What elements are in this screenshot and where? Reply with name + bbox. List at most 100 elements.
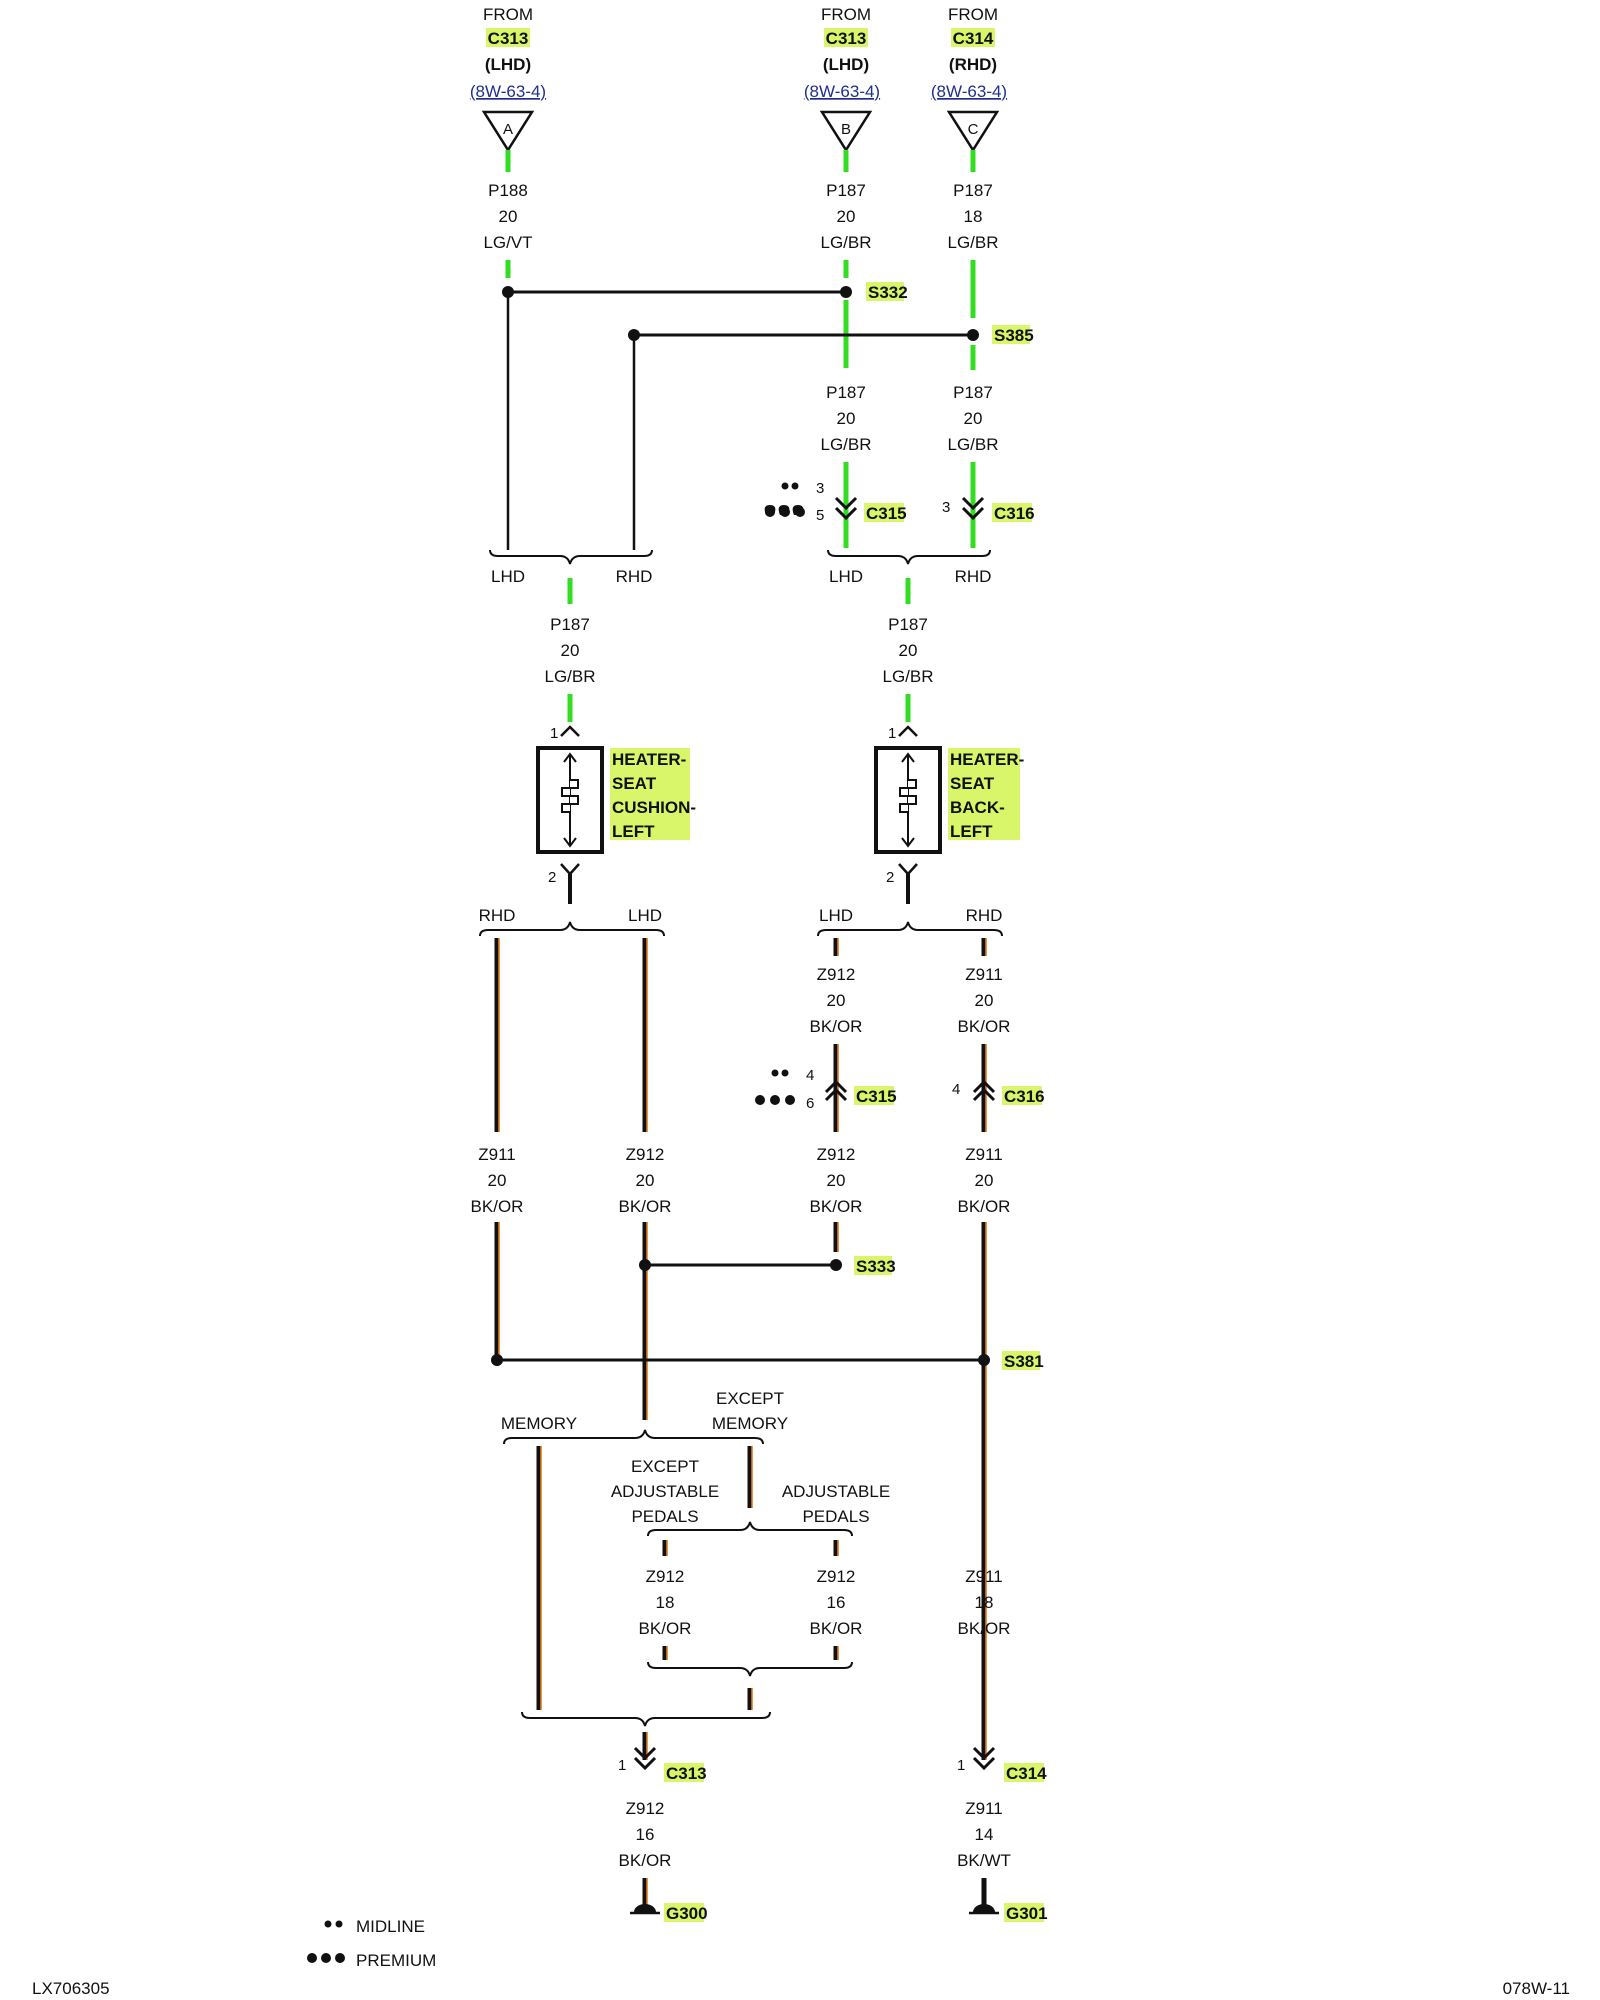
wire-circuit: Z912 bbox=[626, 1145, 665, 1164]
wire-color: BK/OR bbox=[619, 1851, 672, 1870]
pedal-merge bbox=[521, 1640, 987, 1760]
wire-color: BK/OR bbox=[810, 1017, 863, 1036]
wire-color: BK/OR bbox=[619, 1197, 672, 1216]
splice-label-s332: S332 bbox=[868, 283, 908, 302]
branch-brace-right-upper: LHD RHD bbox=[827, 549, 991, 604]
midline-icon bbox=[324, 1920, 332, 1928]
connector-label: C313 bbox=[488, 29, 529, 48]
wire-gauge: 16 bbox=[636, 1825, 655, 1844]
branch-label-lhd: LHD bbox=[628, 906, 662, 925]
wire-color: LG/BR bbox=[882, 667, 933, 686]
wire-gauge: 18 bbox=[964, 207, 983, 226]
connector-c315-lower: 4 6 C315 bbox=[755, 1067, 897, 1112]
wire-circuit: Z912 bbox=[817, 1145, 856, 1164]
ground-label-g300: G300 bbox=[666, 1904, 708, 1923]
splice-label-s381: S381 bbox=[1004, 1352, 1044, 1371]
splice-label-s385: S385 bbox=[994, 326, 1034, 345]
wire-gauge: 20 bbox=[964, 409, 983, 428]
wire-gauge: 18 bbox=[975, 1593, 994, 1612]
heater-element-icon bbox=[561, 779, 579, 813]
wire-color: BK/OR bbox=[958, 1197, 1011, 1216]
wire-color: BK/OR bbox=[958, 1619, 1011, 1638]
wire-gauge: 20 bbox=[837, 409, 856, 428]
ground-g300: G300 bbox=[630, 1878, 708, 1923]
heater-element-icon bbox=[899, 779, 917, 813]
wire-color: LG/BR bbox=[820, 233, 871, 252]
wire-color: LG/BR bbox=[947, 233, 998, 252]
lower-wires: Z912 20 BK/OR Z911 20 BK/OR bbox=[494, 938, 1011, 1132]
component-label: SEAT bbox=[612, 774, 657, 793]
memory-brace: MEMORY EXCEPT MEMORY bbox=[501, 1389, 788, 1710]
connector-c316-upper: 3 C316 bbox=[942, 496, 1035, 523]
footer-page-id: 078W-11 bbox=[1503, 1979, 1570, 1998]
wire-circuit: Z912 bbox=[646, 1567, 685, 1586]
component-label: HEATER- bbox=[950, 750, 1024, 769]
wire-color: BK/OR bbox=[958, 1017, 1011, 1036]
branch-label-rhd: RHD bbox=[966, 906, 1003, 925]
branch-label-lhd: LHD bbox=[491, 567, 525, 586]
branch-label-rhd: RHD bbox=[616, 567, 653, 586]
connector-arrow-icon bbox=[819, 110, 873, 153]
wire-circuit: P187 bbox=[826, 383, 866, 402]
connector-label-c313: C313 bbox=[666, 1764, 707, 1783]
branch-label-except: EXCEPT bbox=[631, 1457, 699, 1476]
upper-wires: P188 20 LG/VT P187 20 LG/BR P187 18 LG/B… bbox=[483, 150, 1034, 550]
connector-arrow-icon bbox=[946, 110, 1000, 153]
wire-gauge: 20 bbox=[636, 1171, 655, 1190]
branch-label-adjustable: ADJUSTABLE bbox=[782, 1482, 890, 1501]
wire-gauge: 20 bbox=[561, 641, 580, 660]
wire-circuit: Z911 bbox=[965, 1145, 1003, 1164]
wire-circuit: P187 bbox=[953, 181, 993, 200]
side-label: (RHD) bbox=[949, 55, 997, 74]
wire-circuit: Z911 bbox=[965, 965, 1003, 984]
page-ref-link[interactable]: (8W-63-4) bbox=[931, 82, 1007, 101]
ground-g301: G301 bbox=[969, 1878, 1048, 1923]
from-label: FROM bbox=[483, 5, 533, 24]
wire-color: BK/OR bbox=[471, 1197, 524, 1216]
component-label: HEATER- bbox=[612, 750, 686, 769]
page-ref-link[interactable]: (8W-63-4) bbox=[470, 82, 546, 101]
wire-color: LG/BR bbox=[947, 435, 998, 454]
branch-label-lhd: LHD bbox=[819, 906, 853, 925]
pin-number: 6 bbox=[806, 1095, 814, 1112]
branch-label-rhd: RHD bbox=[479, 906, 516, 925]
connector-label-c315: C315 bbox=[866, 504, 907, 523]
wire-circuit: Z911 bbox=[478, 1145, 516, 1164]
side-label: (LHD) bbox=[485, 55, 531, 74]
wire-circuit: P187 bbox=[550, 615, 590, 634]
wire-gauge: 20 bbox=[499, 207, 518, 226]
ref-letter: B bbox=[841, 121, 851, 138]
footer-doc-id: LX706305 bbox=[32, 1979, 110, 1998]
component-label: CUSHION- bbox=[612, 798, 696, 817]
connector-label: C314 bbox=[953, 29, 994, 48]
pin-number: 1 bbox=[888, 725, 896, 742]
wire-gauge: 20 bbox=[899, 641, 918, 660]
pin-number: 1 bbox=[957, 1757, 965, 1774]
top-ref-a: FROM C313 (LHD) (8W-63-4) A bbox=[470, 5, 546, 153]
connector-label-c314: C314 bbox=[1006, 1764, 1047, 1783]
heater-seat-back-left: 1 HEATER- SEAT BACK- LEFT 2 bbox=[874, 725, 1024, 904]
heater-feed-labels: P187 20 LG/BR P187 20 LG/BR bbox=[544, 615, 933, 686]
pedal-wire-labels: Z912 18 BK/OR Z912 16 BK/OR Z911 18 BK/O… bbox=[639, 1567, 1011, 1638]
pin-number: 2 bbox=[886, 869, 894, 886]
wire-color: LG/BR bbox=[820, 435, 871, 454]
wire-color: BK/OR bbox=[639, 1619, 692, 1638]
connector-c314-bottom: 1 C314 bbox=[957, 1746, 1047, 1783]
pin-number: 4 bbox=[806, 1067, 814, 1084]
legend-midline-label: MIDLINE bbox=[356, 1917, 425, 1936]
component-label: SEAT bbox=[950, 774, 995, 793]
connector-arrow-icon bbox=[481, 110, 535, 153]
branch-label-adjustable: ADJUSTABLE bbox=[611, 1482, 719, 1501]
wire-color: LG/BR bbox=[544, 667, 595, 686]
legend-premium-label: PREMIUM bbox=[356, 1951, 436, 1970]
page-ref-link[interactable]: (8W-63-4) bbox=[804, 82, 880, 101]
wire-circuit: Z911 bbox=[965, 1567, 1003, 1586]
ground-label-g301: G301 bbox=[1006, 1904, 1048, 1923]
connector-c315-upper: 3 5 C315 bbox=[764, 480, 907, 524]
ref-letter: A bbox=[503, 121, 513, 138]
branch-label-lhd: LHD bbox=[829, 567, 863, 586]
branch-label-pedals: PEDALS bbox=[802, 1507, 869, 1526]
connector-label-c315: C315 bbox=[856, 1087, 897, 1106]
wire-circuit: Z911 bbox=[965, 1799, 1003, 1818]
